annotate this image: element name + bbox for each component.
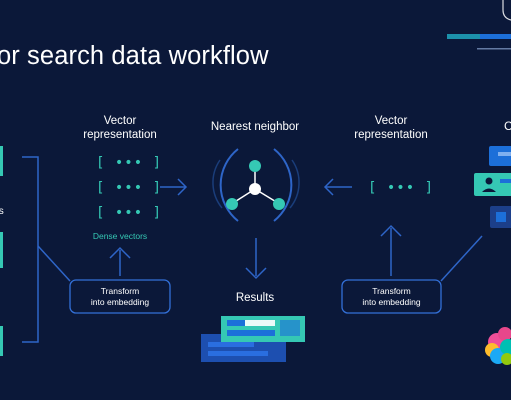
right-source-column bbox=[474, 146, 511, 228]
left-connector bbox=[37, 245, 71, 282]
right-left-arrow bbox=[323, 178, 352, 196]
query-vector-glyph: [ ••• ] bbox=[368, 180, 435, 196]
left-right-arrow bbox=[160, 178, 188, 196]
dense-vector-glyph-2: [ ••• ] bbox=[96, 180, 163, 196]
neighbor-node-top bbox=[249, 160, 261, 172]
right-partial-text: C bbox=[504, 119, 511, 133]
right-connector bbox=[440, 235, 483, 282]
dense-vector-glyph-3: [ ••• ] bbox=[96, 205, 163, 221]
left-transform-label: Transform into embedding bbox=[90, 286, 150, 307]
results-down-arrow bbox=[245, 238, 267, 280]
neighbor-node-left bbox=[226, 198, 238, 210]
source-block-3 bbox=[0, 326, 3, 356]
results-cards bbox=[201, 316, 305, 362]
results-label: Results bbox=[235, 292, 275, 304]
nearest-neighbor-graph bbox=[212, 148, 300, 222]
left-partial-text: ts bbox=[0, 206, 4, 217]
source-doc-2 bbox=[474, 173, 511, 196]
decorative-lines bbox=[447, 0, 511, 50]
right-transform-label: Transform into embedding bbox=[362, 286, 421, 307]
source-block-2 bbox=[0, 232, 3, 268]
left-bracket bbox=[22, 156, 39, 343]
right-up-arrow bbox=[380, 224, 402, 276]
left-vector-label: Vector representation bbox=[83, 115, 157, 141]
source-block-1 bbox=[0, 146, 3, 176]
dense-vectors-label: Dense vectors bbox=[92, 231, 148, 241]
elastic-logo-icon bbox=[485, 327, 511, 365]
dense-vector-glyph-1: [ ••• ] bbox=[96, 155, 163, 171]
left-transform-box bbox=[69, 279, 171, 314]
nearest-neighbor-label: Nearest neighbor bbox=[210, 121, 300, 133]
query-node bbox=[249, 183, 261, 195]
neighbor-node-right bbox=[273, 198, 285, 210]
left-source-column bbox=[0, 146, 71, 356]
right-transform-box bbox=[341, 279, 442, 314]
right-vector-label: Vector representation bbox=[354, 115, 428, 141]
page-title: or search data workflow bbox=[0, 42, 269, 70]
left-up-arrow bbox=[109, 246, 131, 276]
